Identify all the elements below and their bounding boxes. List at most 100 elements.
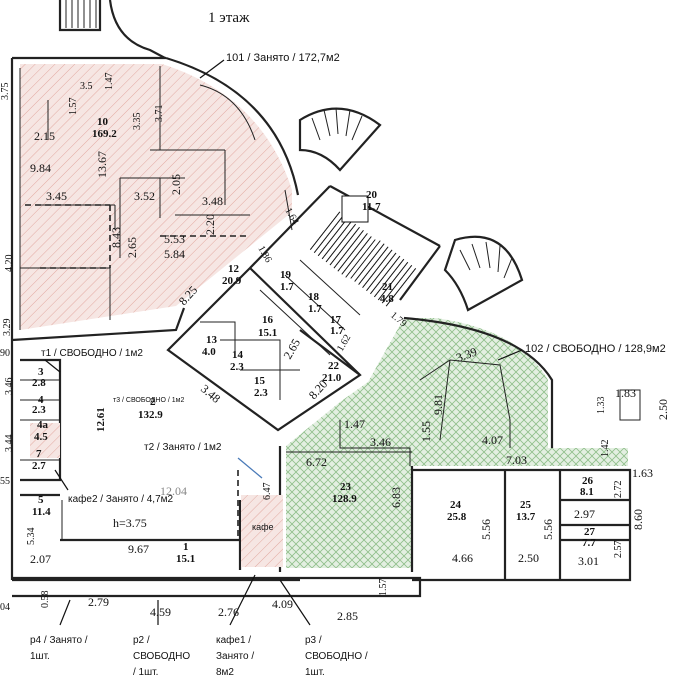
room-number: 17	[330, 314, 342, 326]
spot-t3-label[interactable]: т3 / СВОБОДНО / 1м2	[113, 397, 184, 404]
room-area: 13.7	[516, 511, 536, 523]
spot-t1-label[interactable]: т1 / СВОБОДНО / 1м2	[41, 348, 143, 359]
dimension: 5.56	[479, 519, 493, 540]
room-number: 15	[254, 375, 266, 387]
room-number: 13	[206, 334, 218, 346]
core-walls	[166, 185, 441, 432]
room-area: 4.5	[34, 431, 48, 443]
room-area: 7.7	[582, 537, 596, 549]
area-101-door-arc	[199, 84, 293, 231]
dimension: 1.47	[344, 417, 365, 431]
lower-left-inner	[20, 379, 63, 540]
label-kafe1-line1[interactable]: кафе1 /	[216, 634, 251, 646]
dimension: 0.58	[40, 591, 51, 609]
blue-arrow	[237, 457, 263, 479]
area-101-label[interactable]: 101 / Занято / 172,7м2	[226, 52, 340, 64]
building-corner	[58, 0, 166, 59]
label-kafe1-line3[interactable]: 8м2	[216, 667, 234, 678]
dimension: 1.83	[615, 386, 636, 400]
bottom-leaders	[59, 574, 311, 626]
room-area: 1.7	[308, 303, 322, 315]
dimension: 3.71	[154, 105, 165, 123]
dimension: 9.67	[128, 542, 149, 556]
room-area: 25.8	[447, 511, 467, 523]
lower-right-walls	[412, 468, 632, 582]
dimension: 2.72	[613, 481, 624, 499]
dimension: 3.45	[46, 189, 67, 203]
label-p3-line3[interactable]: 1шт.	[305, 667, 325, 678]
room-number: 18	[308, 291, 320, 303]
dimension: 2.79	[88, 595, 109, 609]
room-number: 1	[183, 541, 189, 553]
stair-tower-right	[443, 235, 524, 312]
dimension: 3.44	[4, 435, 15, 453]
dimension: 3.46	[370, 435, 391, 449]
label-kafe1-line2[interactable]: Занято /	[216, 651, 254, 662]
area-102-fill[interactable]	[286, 318, 628, 568]
room-number: 21	[382, 281, 393, 293]
spot-t2-label[interactable]: т2 / Занято / 1м2	[144, 442, 222, 453]
ceiling-height: h=3.75	[113, 516, 147, 530]
label-p2-line1[interactable]: р2 /	[133, 635, 150, 646]
label-p4-line2[interactable]: 1шт.	[30, 651, 50, 662]
dimension: 2.07	[30, 552, 51, 566]
room-number: 22	[328, 360, 340, 372]
dimension: 3.35	[132, 113, 143, 131]
dimension: 3.39	[454, 344, 479, 364]
label-p2-line3[interactable]: / 1шт.	[133, 667, 158, 678]
room-area: 2.8	[32, 377, 46, 389]
stair-1	[308, 210, 376, 278]
dimension: 8.60	[631, 509, 645, 530]
room-number: 7	[36, 448, 42, 460]
label-p2-line2[interactable]: СВОБОДНО	[133, 651, 190, 662]
dimension: 3.75	[0, 83, 11, 101]
dimension: 3.5	[80, 81, 93, 92]
dimension: 4.20	[4, 255, 15, 273]
label-p4-line1[interactable]: р4 / Занято /	[30, 635, 88, 646]
room-number: 27	[584, 526, 596, 538]
dimension: 5.56	[541, 519, 555, 540]
dimension: 3.29	[2, 319, 13, 337]
dimension: 13.67	[95, 151, 109, 178]
room-area: 1.7	[330, 325, 344, 337]
dimension: 8.43	[109, 227, 123, 248]
dimension: 3.01	[578, 554, 599, 568]
dimension: 4.59	[150, 605, 171, 619]
dimension: 1.57	[378, 579, 389, 597]
dimension: 3.52	[134, 189, 155, 203]
room-number: 4	[38, 394, 44, 406]
room-area: 11.4	[32, 506, 51, 518]
dimension: 2.50	[656, 399, 670, 420]
dimension: 5.53	[164, 232, 185, 246]
lower-dash	[60, 470, 239, 541]
room-number: 26	[582, 475, 594, 487]
dimension: 90	[0, 348, 10, 359]
dimension: 4.66	[452, 551, 473, 565]
kafe2-leader	[54, 469, 69, 491]
dimension: 2.85	[337, 609, 358, 623]
kafe-fill[interactable]	[241, 495, 283, 567]
room-number: 14	[232, 349, 244, 361]
spot-kafe2-label[interactable]: кафе2 / Занято / 4,7м2	[68, 493, 174, 505]
room-area: 15.1	[258, 327, 277, 339]
core-rooms	[200, 259, 361, 400]
room-number: 19	[280, 269, 292, 281]
label-p3-line1[interactable]: р3 /	[305, 635, 322, 646]
room-area: 132.9	[138, 409, 163, 421]
dimension: 2.76	[218, 605, 239, 619]
room-4a-fill	[30, 423, 60, 458]
room-number: 20	[366, 189, 378, 201]
dimension: 1.55	[419, 421, 433, 442]
label-p3-line2[interactable]: СВОБОДНО /	[305, 651, 368, 662]
room-labels: 10 169.2 12 20.9 13 4.0 14 2.3 15 2.3 16…	[32, 116, 596, 565]
room-number: 2	[150, 396, 156, 408]
dimension: 2.50	[518, 551, 539, 565]
area-102-label[interactable]: 102 / СВОБОДНО / 128,9м2	[525, 343, 666, 355]
room-number: 5	[38, 494, 44, 506]
dimension: 1.47	[104, 73, 115, 91]
area-101-fill[interactable]	[20, 64, 292, 330]
dimension: 9.84	[30, 161, 51, 175]
kafe-tag: кафе	[252, 522, 274, 532]
dimension: 5.84	[164, 247, 185, 261]
dimension: 2.20	[203, 214, 217, 235]
